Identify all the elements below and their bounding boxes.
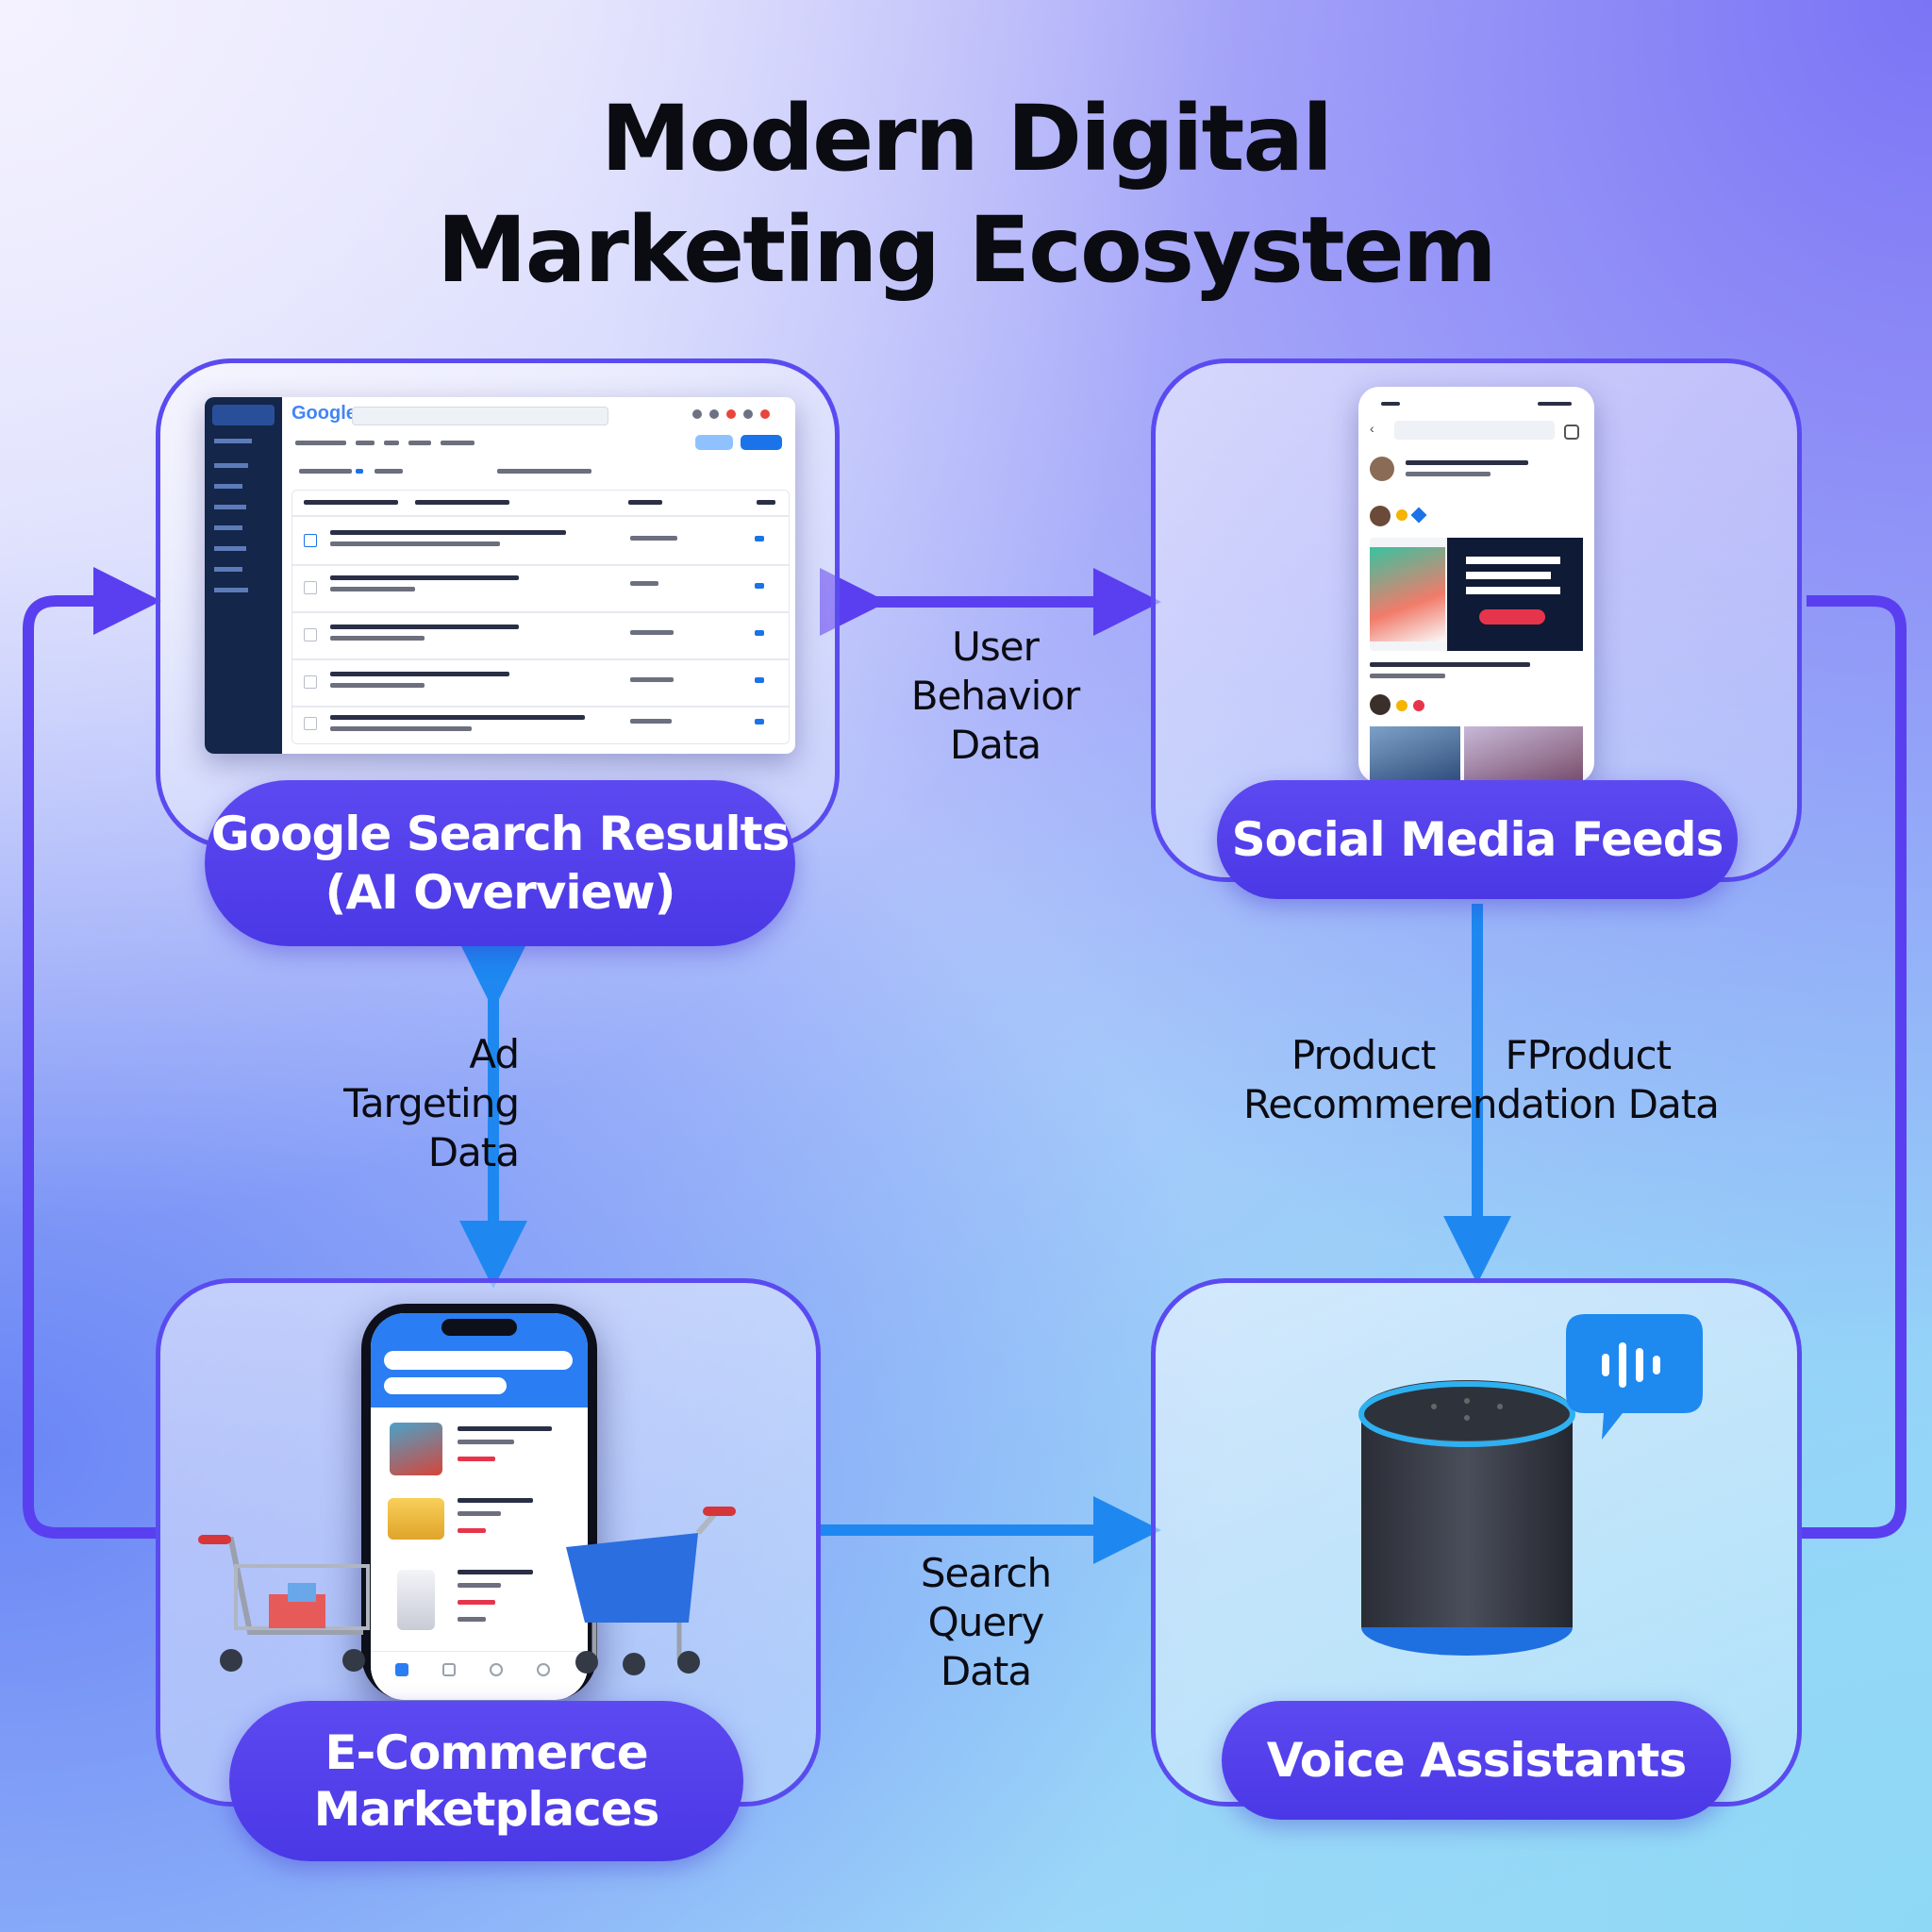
- social-search-input[interactable]: [1394, 421, 1555, 440]
- primary-action-button[interactable]: [741, 435, 782, 450]
- google-sidebar: [205, 397, 282, 754]
- back-arrow-icon[interactable]: ‹: [1370, 421, 1374, 436]
- flow-label-product-recommendation: Product FProduct Recommerendation Data: [1243, 1032, 1720, 1127]
- voice-speech-bubble-icon: [1566, 1314, 1703, 1440]
- social-photo-thumb[interactable]: [1370, 726, 1460, 783]
- table-row[interactable]: [292, 613, 789, 657]
- diamond-icon: [1410, 507, 1427, 524]
- apps-icon[interactable]: [743, 409, 753, 419]
- table-row[interactable]: [292, 566, 789, 609]
- filter-button[interactable]: [695, 435, 733, 450]
- profile-icon[interactable]: [537, 1663, 550, 1676]
- product-thumb: [397, 1570, 435, 1630]
- social-media-label: Social Media Feeds: [1217, 780, 1738, 899]
- avatar[interactable]: [1370, 457, 1394, 481]
- message-icon[interactable]: [1564, 425, 1579, 440]
- ecommerce-header: [371, 1313, 588, 1407]
- category-icon[interactable]: [442, 1663, 456, 1676]
- flow-label-user-behavior: User Behavior Data: [910, 624, 1081, 768]
- ecommerce-tab-bar: [371, 1651, 588, 1700]
- cart-tab-icon[interactable]: [490, 1663, 503, 1676]
- shopping-cart-icon: [198, 1535, 370, 1672]
- social-post-image[interactable]: [1370, 538, 1583, 651]
- home-icon[interactable]: [395, 1663, 408, 1676]
- like-icon[interactable]: [1396, 509, 1407, 521]
- table-row[interactable]: [292, 660, 789, 704]
- ecommerce-search-input[interactable]: [384, 1351, 573, 1370]
- google-search-window: Google: [205, 397, 795, 754]
- loop-arrow-right: [1802, 595, 1907, 1539]
- product-thumb: [390, 1423, 442, 1475]
- account-icon[interactable]: [760, 409, 770, 419]
- results-table: [291, 490, 790, 744]
- ecommerce-filter-input[interactable]: [384, 1377, 507, 1394]
- flow-label-search-query: Search Query Data: [920, 1550, 1052, 1694]
- google-logo-icon: Google: [291, 403, 357, 424]
- loop-arrow-left: [23, 567, 161, 1539]
- product-item[interactable]: [384, 1560, 573, 1645]
- title-line-2: Marketing Ecosystem: [437, 197, 1497, 303]
- notification-icon[interactable]: [726, 409, 736, 419]
- search-input[interactable]: [352, 407, 608, 425]
- social-photo-thumb[interactable]: [1464, 726, 1583, 783]
- social-phone: ‹: [1358, 387, 1594, 783]
- product-thumb: [388, 1498, 444, 1540]
- ecommerce-phone: [361, 1304, 597, 1700]
- product-item[interactable]: [384, 1489, 573, 1555]
- smart-speaker-icon: [1358, 1380, 1575, 1656]
- flow-label-ad-targeting: Ad Targeting Data: [343, 1031, 520, 1175]
- product-item[interactable]: [384, 1417, 573, 1483]
- table-row[interactable]: [292, 708, 789, 741]
- shopping-cart-icon: [566, 1507, 736, 1675]
- voice-assistants-label: Voice Assistants: [1222, 1701, 1731, 1820]
- google-search-label: Google Search Results (AI Overview): [205, 780, 795, 946]
- google-sidebar-logo: [212, 405, 275, 425]
- ecommerce-label: E-Commerce Marketplaces: [229, 1701, 743, 1861]
- title-line-1: Modern Digital: [600, 86, 1333, 192]
- refresh-icon[interactable]: [709, 409, 719, 419]
- table-row[interactable]: [292, 519, 789, 562]
- settings-icon[interactable]: [692, 409, 702, 419]
- page-title: Modern Digital Marketing Ecosystem: [0, 83, 1932, 306]
